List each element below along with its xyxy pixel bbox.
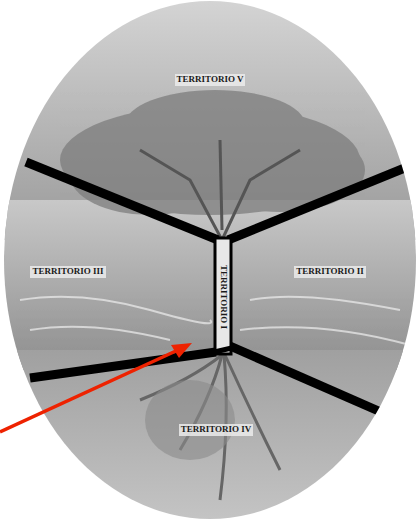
territory-label: TERRITORIO III [30,266,105,278]
territory-label: TERRITORIO I [217,263,229,331]
territory-label: TERRITORIO V [175,74,246,86]
territory-label: TERRITORIO II [294,266,366,278]
territory-label: TERRITORIO IV [179,424,254,436]
